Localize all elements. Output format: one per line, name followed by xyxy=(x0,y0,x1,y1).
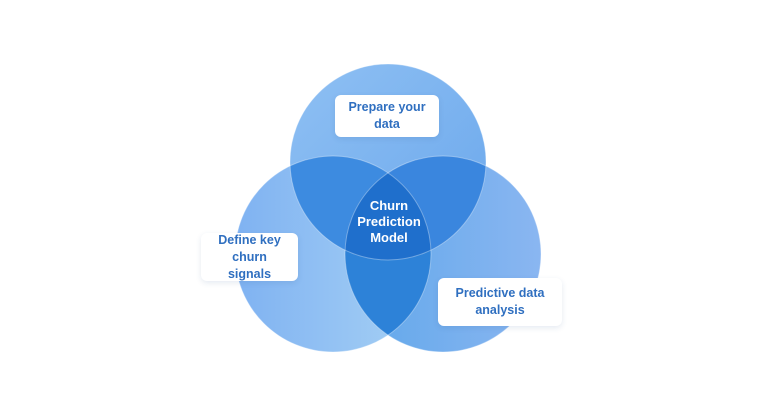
outline-top xyxy=(289,63,487,261)
label-card-define-signals: Define key churn signals xyxy=(201,233,298,281)
center-label-container: Churn Prediction Model xyxy=(344,197,434,247)
label-card-prepare-data: Prepare your data xyxy=(335,95,439,137)
outline-right xyxy=(344,155,542,353)
label-predictive-analysis: Predictive data analysis xyxy=(455,286,545,317)
label-prepare-data: Prepare your data xyxy=(348,100,426,131)
label-define-signals: Define key churn signals xyxy=(218,232,281,281)
label-card-predictive-analysis: Predictive data analysis xyxy=(438,278,562,326)
center-label: Churn Prediction Model xyxy=(357,198,421,245)
